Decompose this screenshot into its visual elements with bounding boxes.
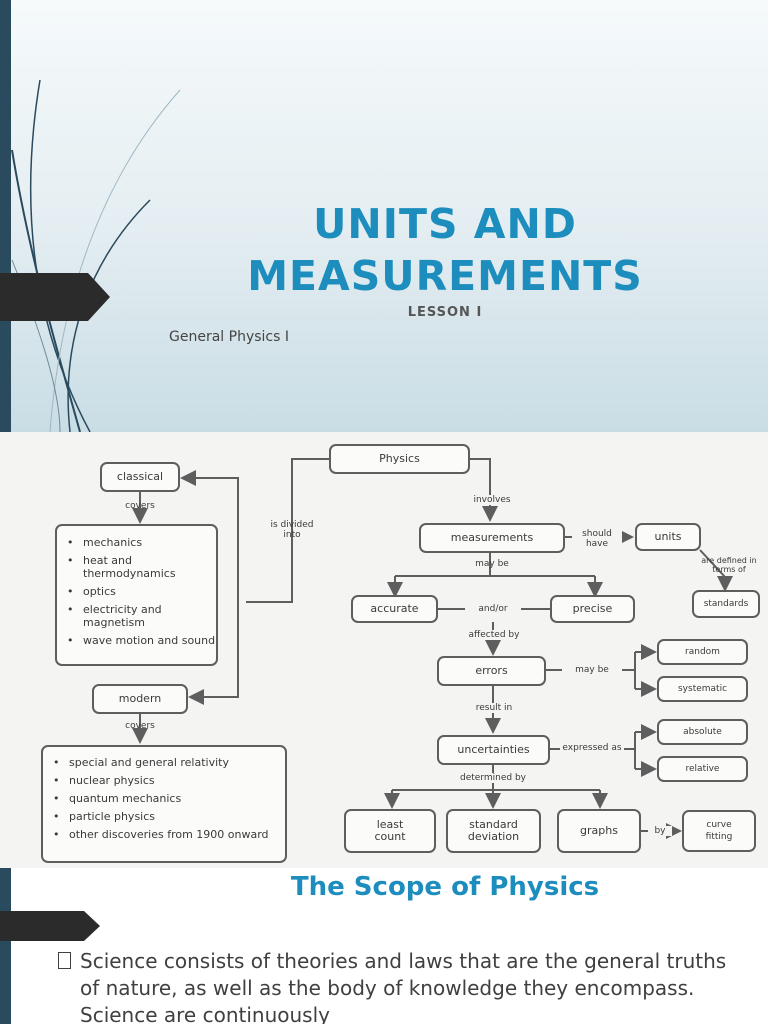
node-systematic: systematic	[657, 676, 748, 702]
link-result-in: result in	[462, 703, 526, 713]
classical-topic-item: heat and thermodynamics	[67, 554, 216, 580]
link-involves: involves	[462, 495, 522, 505]
node-standard-deviation: standard deviation	[446, 809, 541, 853]
classical-topic-item: optics	[67, 585, 216, 598]
link-by: by	[648, 826, 672, 836]
link-expressed-as: expressed as	[560, 743, 624, 753]
link-should-have: should have	[572, 529, 622, 549]
scope-slide: The Scope of Physics Science consists of…	[0, 868, 768, 1024]
modern-topic-item: special and general relativity	[53, 756, 285, 769]
node-standards: standards	[692, 590, 760, 618]
link-covers-modern: covers	[125, 721, 155, 731]
node-physics: Physics	[329, 444, 470, 474]
classical-topics-box: mechanics heat and thermodynamics optics…	[55, 524, 218, 666]
link-affected-by: affected by	[452, 630, 536, 640]
decorative-arrow-tab	[0, 911, 100, 941]
node-least-count: least count	[344, 809, 436, 853]
link-and-or: and/or	[465, 604, 521, 614]
node-measurements: measurements	[419, 523, 565, 553]
title-slide: UNITS AND MEASUREMENTS LESSON I General …	[0, 0, 768, 432]
classical-topic-item: electricity and magnetism	[67, 603, 216, 629]
link-may-be-measurements: may be	[475, 559, 509, 569]
link-defined-in-terms-of: are defined in terms of	[701, 556, 757, 574]
node-modern: modern	[92, 684, 188, 714]
title-line-1: UNITS AND	[313, 200, 577, 248]
node-precise: precise	[550, 595, 635, 623]
decorative-arrow-tab	[0, 273, 110, 321]
body-paragraph: Science consists of theories and laws th…	[58, 948, 748, 1024]
node-curve-fitting: curve fitting	[682, 810, 756, 852]
modern-topic-item: quantum mechanics	[53, 792, 285, 805]
node-accurate: accurate	[351, 595, 438, 623]
node-uncertainties: uncertainties	[437, 735, 550, 765]
body-text: Science consists of theories and laws th…	[80, 949, 727, 1024]
node-relative: relative	[657, 756, 748, 782]
bullet-box-icon	[58, 952, 71, 969]
modern-topics-box: special and general relativity nuclear p…	[41, 745, 287, 863]
classical-topic-item: wave motion and sound	[67, 634, 216, 647]
modern-topic-item: other discoveries from 1900 onward	[53, 828, 285, 841]
slide-subtitle: LESSON I	[407, 305, 483, 320]
physics-concept-map: Physics classical modern measurements un…	[0, 432, 768, 868]
slide-left-accent-bar	[0, 868, 11, 1024]
node-absolute: absolute	[657, 719, 748, 745]
modern-topic-item: nuclear physics	[53, 774, 285, 787]
node-graphs: graphs	[557, 809, 641, 853]
slide-left-accent-bar	[0, 0, 11, 432]
node-classical: classical	[100, 462, 180, 492]
link-is-divided-into: is divided into	[270, 520, 314, 540]
node-errors: errors	[437, 656, 546, 686]
course-name: General Physics I	[169, 329, 289, 345]
node-random: random	[657, 639, 748, 665]
modern-topic-item: particle physics	[53, 810, 285, 823]
link-may-be-errors: may be	[562, 665, 622, 675]
link-determined-by: determined by	[445, 773, 541, 783]
node-units: units	[635, 523, 701, 551]
link-covers-classical: covers	[125, 501, 155, 511]
slide-title: UNITS AND MEASUREMENTS	[160, 198, 730, 302]
classical-topic-item: mechanics	[67, 536, 216, 549]
slide-title: The Scope of Physics	[290, 872, 600, 902]
title-line-2: MEASUREMENTS	[247, 252, 643, 300]
